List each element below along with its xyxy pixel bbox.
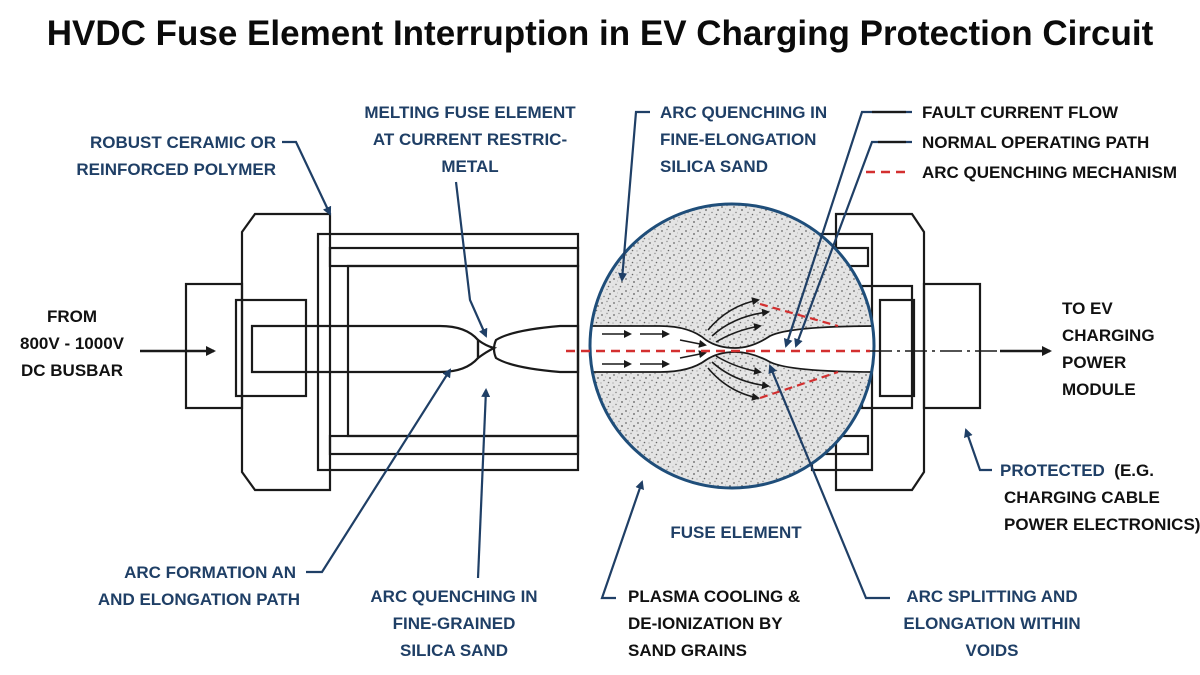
svg-text:ELONGATION WITHIN: ELONGATION WITHIN bbox=[903, 614, 1080, 633]
svg-text:PROTECTED (E.G.: PROTECTED (E.G. bbox=[1000, 461, 1154, 480]
svg-text:AT CURRENT RESTRIC-: AT CURRENT RESTRIC- bbox=[373, 130, 567, 149]
fault-current-arrows bbox=[602, 297, 770, 401]
svg-text:TO EV: TO EV bbox=[1062, 299, 1113, 318]
svg-text:VOIDS: VOIDS bbox=[966, 641, 1019, 660]
page-title: HVDC Fuse Element Interruption in EV Cha… bbox=[47, 14, 1154, 53]
svg-text:SILICA SAND: SILICA SAND bbox=[660, 157, 768, 176]
svg-text:DC BUSBAR: DC BUSBAR bbox=[21, 361, 123, 380]
label-plasma-cooling: PLASMA COOLING & DE-IONIZATION BY SAND G… bbox=[628, 587, 800, 660]
svg-text:AND ELONGATION PATH: AND ELONGATION PATH bbox=[98, 590, 300, 609]
label-protected: PROTECTED (E.G. CHARGING CABLE POWER ELE… bbox=[1000, 461, 1200, 534]
svg-text:SILICA SAND: SILICA SAND bbox=[400, 641, 508, 660]
svg-text:REINFORCED POLYMER: REINFORCED POLYMER bbox=[76, 160, 276, 179]
magnified-view bbox=[588, 202, 876, 490]
svg-text:FINE-ELONGATION: FINE-ELONGATION bbox=[660, 130, 816, 149]
svg-text:ARC SPLITTING AND: ARC SPLITTING AND bbox=[906, 587, 1077, 606]
label-quench-bottom: ARC QUENCHING IN FINE-GRAINED SILICA SAN… bbox=[370, 587, 537, 660]
svg-text:CHARGING: CHARGING bbox=[1062, 326, 1155, 345]
label-quench-top: ARC QUENCHING IN FINE-ELONGATION SILICA … bbox=[660, 103, 827, 176]
legend-fault-current: FAULT CURRENT FLOW bbox=[922, 103, 1119, 122]
svg-text:ROBUST CERAMIC OR: ROBUST CERAMIC OR bbox=[90, 133, 276, 152]
svg-text:CHARGING CABLE: CHARGING CABLE bbox=[1004, 488, 1160, 507]
svg-text:SAND GRAINS: SAND GRAINS bbox=[628, 641, 747, 660]
svg-text:POWER ELECTRONICS): POWER ELECTRONICS) bbox=[1004, 515, 1200, 534]
label-fuse-element: FUSE ELEMENT bbox=[670, 523, 802, 542]
svg-text:FINE-GRAINED: FINE-GRAINED bbox=[393, 614, 516, 633]
svg-text:PLASMA COOLING &: PLASMA COOLING & bbox=[628, 587, 800, 606]
svg-text:MELTING FUSE ELEMENT: MELTING FUSE ELEMENT bbox=[364, 103, 576, 122]
label-from-busbar: FROM 800V - 1000V DC BUSBAR bbox=[20, 307, 125, 380]
svg-text:ARC QUENCHING IN: ARC QUENCHING IN bbox=[370, 587, 537, 606]
svg-text:800V - 1000V: 800V - 1000V bbox=[20, 334, 125, 353]
svg-text:FROM: FROM bbox=[47, 307, 97, 326]
svg-text:ARC FORMATION AN: ARC FORMATION AN bbox=[124, 563, 296, 582]
label-arc-formation: ARC FORMATION AN AND ELONGATION PATH bbox=[98, 563, 300, 609]
label-arc-splitting: ARC SPLITTING AND ELONGATION WITHIN VOID… bbox=[903, 587, 1080, 660]
legend-arc-quenching: ARC QUENCHING MECHANISM bbox=[922, 163, 1177, 182]
arc-split-lines bbox=[759, 302, 839, 400]
svg-text:METAL: METAL bbox=[441, 157, 498, 176]
svg-text:POWER: POWER bbox=[1062, 353, 1126, 372]
legend: FAULT CURRENT FLOW NORMAL OPERATING PATH… bbox=[866, 103, 1177, 182]
label-housing: ROBUST CERAMIC OR REINFORCED POLYMER bbox=[76, 133, 276, 179]
svg-text:MODULE: MODULE bbox=[1062, 380, 1136, 399]
left-fuse-body bbox=[184, 212, 580, 492]
label-to-ev: TO EV CHARGING POWER MODULE bbox=[1062, 299, 1155, 399]
svg-text:ARC QUENCHING IN: ARC QUENCHING IN bbox=[660, 103, 827, 122]
svg-text:DE-IONIZATION BY: DE-IONIZATION BY bbox=[628, 614, 783, 633]
legend-normal-path: NORMAL OPERATING PATH bbox=[922, 133, 1149, 152]
label-melting-element: MELTING FUSE ELEMENT AT CURRENT RESTRIC-… bbox=[364, 103, 576, 176]
